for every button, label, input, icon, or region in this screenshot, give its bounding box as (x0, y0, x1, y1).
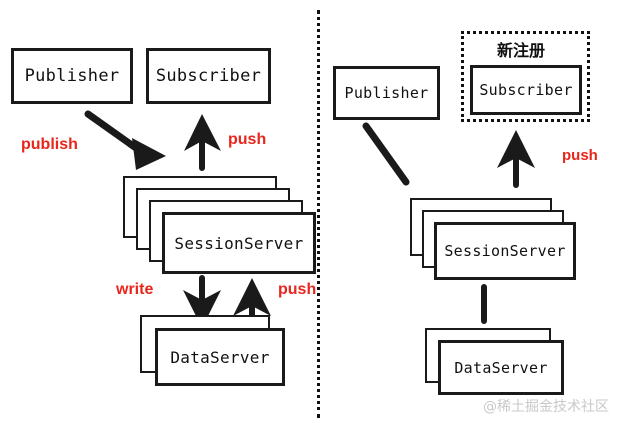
left-push-back-label: push (278, 281, 317, 298)
right-session-server-box[interactable]: SessionServer (434, 222, 576, 280)
right-session-server-label: SessionServer (444, 242, 566, 260)
new-registration-label: 新注册 (497, 41, 546, 60)
left-subscriber-box[interactable]: Subscriber (146, 48, 271, 104)
new-registration-group (461, 31, 590, 122)
right-push-arrow (497, 130, 535, 188)
right-push-label: push (562, 147, 598, 164)
left-push-label: push (228, 131, 267, 148)
left-data-server-label: DataServer (170, 347, 270, 367)
right-publisher-box[interactable]: Publisher (333, 66, 440, 120)
left-session-server-box[interactable]: SessionServer (162, 212, 316, 274)
left-write-arrow (183, 275, 221, 328)
right-publish-line (362, 122, 410, 186)
watermark: @稀土掘金技术社区 (483, 399, 609, 415)
right-data-server-box[interactable]: DataServer (438, 340, 564, 395)
right-subscriber-label: Subscriber (479, 81, 573, 99)
right-data-server-label: DataServer (454, 358, 548, 377)
left-session-server-label: SessionServer (174, 233, 304, 253)
left-publisher-box[interactable]: Publisher (11, 48, 133, 104)
left-data-server-box[interactable]: DataServer (155, 328, 285, 386)
left-publish-arrow (84, 110, 166, 170)
left-publish-label: publish (21, 136, 78, 153)
right-write-line (481, 284, 487, 324)
left-publisher-label: Publisher (24, 66, 120, 86)
left-write-label: write (116, 281, 154, 298)
left-subscriber-label: Subscriber (155, 66, 262, 86)
left-push-arrow (184, 114, 221, 171)
panel-divider (317, 10, 320, 418)
right-publisher-label: Publisher (344, 84, 429, 102)
right-subscriber-box[interactable]: Subscriber (470, 65, 582, 115)
